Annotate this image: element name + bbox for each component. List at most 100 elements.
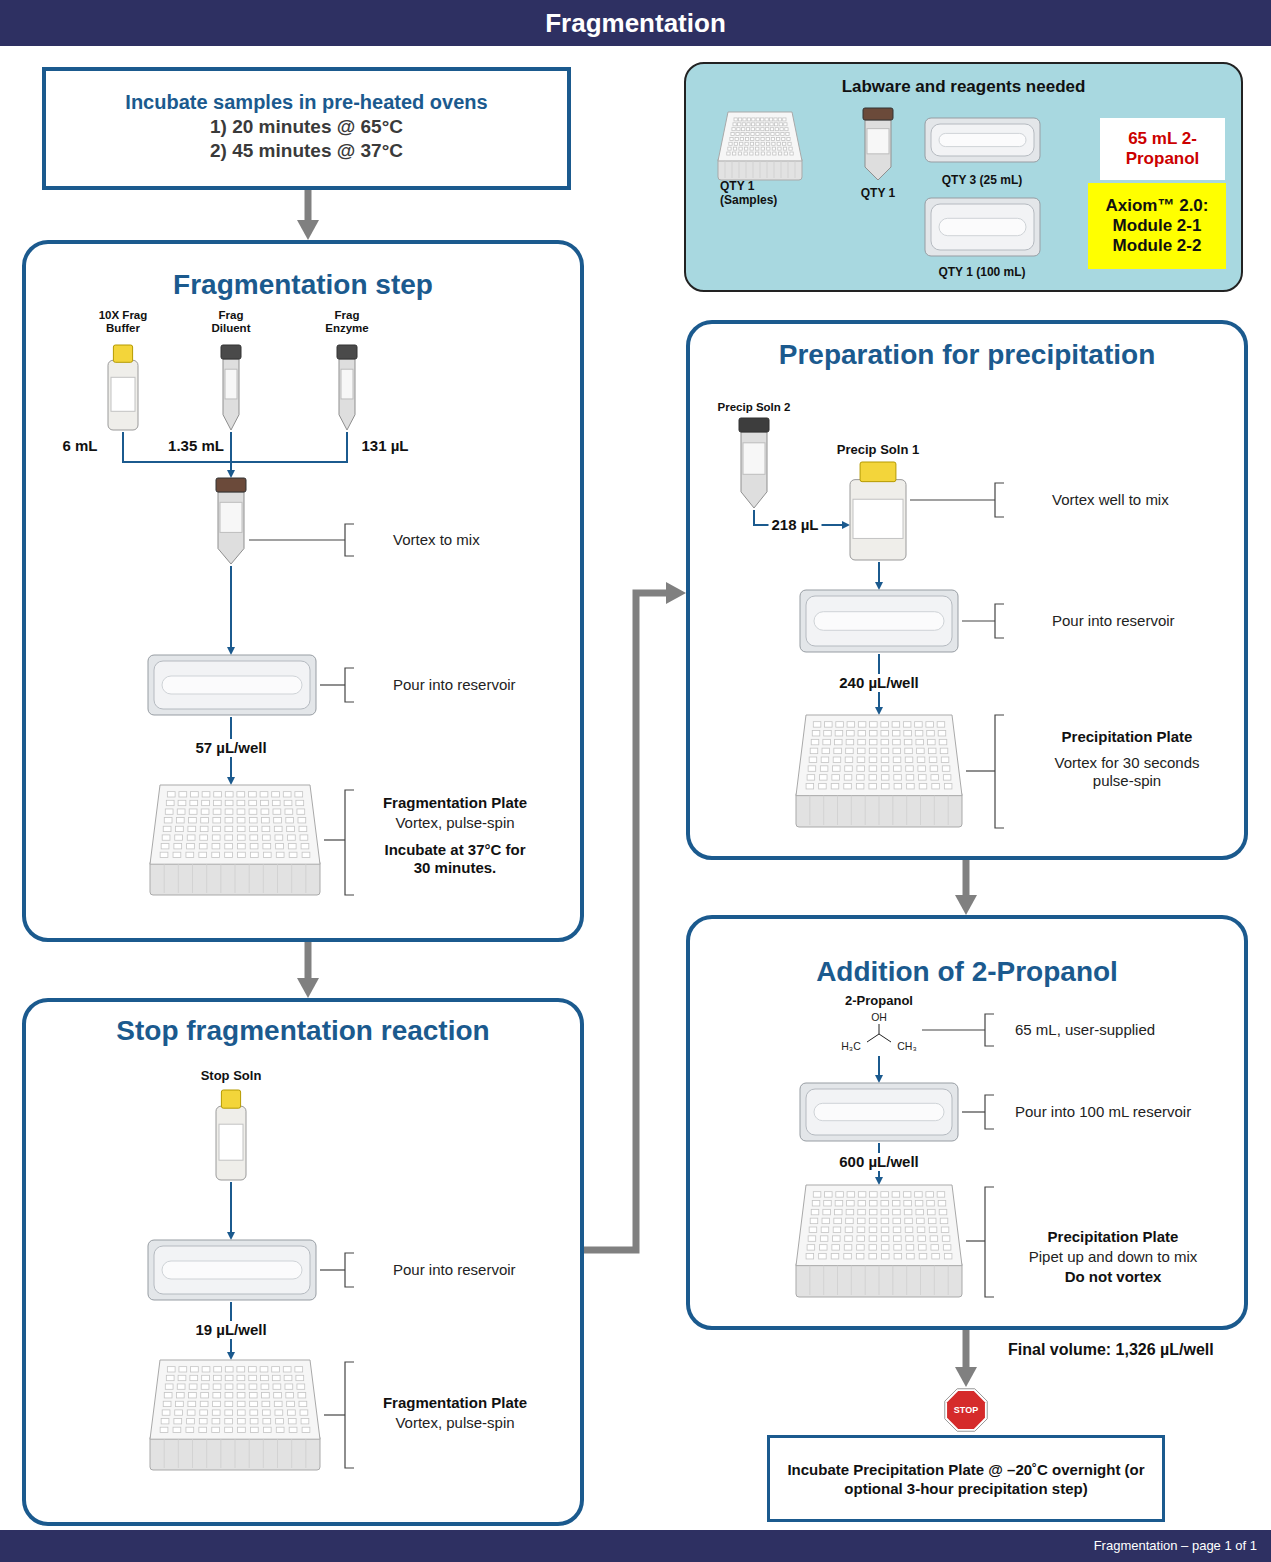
plate-well — [190, 1375, 198, 1380]
plate-well — [179, 1367, 187, 1372]
plate-well — [819, 1245, 827, 1250]
plate-rib — [277, 1439, 278, 1468]
plate-rib — [851, 796, 852, 825]
plate-well — [296, 800, 304, 805]
plate-well — [940, 748, 948, 753]
plate-well — [881, 766, 889, 771]
plate-rib — [892, 796, 893, 825]
step-panel: Fragmentation step — [22, 240, 584, 942]
plate-well — [201, 1393, 209, 1398]
plate-well — [275, 835, 283, 840]
plate-rib — [892, 1266, 893, 1295]
plate-well — [200, 1401, 208, 1406]
plate-well — [742, 128, 745, 131]
annotation-label: Do not vortex — [1065, 1268, 1162, 1286]
plate-rib — [192, 1439, 193, 1468]
plate-well — [869, 766, 877, 771]
bracket — [995, 604, 1004, 638]
plate-well — [213, 818, 221, 823]
annotation-label: OH — [871, 1011, 887, 1023]
plate-well — [789, 147, 792, 150]
plate-well — [881, 739, 889, 744]
plate-well — [273, 809, 281, 814]
plate-well — [164, 818, 172, 823]
plate-well — [177, 1384, 185, 1389]
plate-well — [263, 1427, 271, 1432]
plate-well — [734, 118, 737, 121]
plate-well — [869, 1245, 877, 1250]
plate-well — [738, 118, 741, 121]
plate-well — [746, 133, 749, 136]
plate-rib — [164, 1439, 165, 1468]
plate-well — [822, 748, 830, 753]
leader-line — [966, 770, 995, 771]
plate-well — [736, 133, 739, 136]
plate-well — [856, 1253, 864, 1258]
plate-well — [767, 147, 770, 150]
plate-well — [761, 123, 764, 126]
plate-well — [732, 128, 735, 131]
plate-well — [237, 792, 245, 797]
node-heading: Incubate samples in pre-heated ovens — [52, 89, 561, 115]
plate-well — [733, 152, 736, 155]
reservoir-wall — [806, 596, 952, 646]
plate-well — [931, 1245, 939, 1250]
plate-well — [869, 783, 877, 788]
plate-well — [906, 1236, 914, 1241]
plate-well — [249, 1367, 257, 1372]
reservoir-trough — [939, 218, 1026, 235]
reservoir-icon — [148, 1240, 316, 1300]
plate-well — [286, 818, 294, 823]
plate-well — [161, 844, 169, 849]
plate-well — [285, 1384, 293, 1389]
plate-rib — [906, 796, 907, 825]
plate-well — [783, 147, 786, 150]
plate-well — [811, 739, 819, 744]
plate-well — [200, 826, 208, 831]
plate-rib — [781, 161, 782, 178]
annotation-label: Incubate at 37°C for 30 minutes. — [380, 841, 530, 877]
plate-well — [250, 844, 258, 849]
plate-well — [894, 1253, 902, 1258]
plate-well — [928, 1209, 936, 1214]
plate-well — [733, 147, 736, 150]
plate-well — [289, 1427, 297, 1432]
plate-well — [199, 1419, 207, 1424]
plate-well — [250, 835, 258, 840]
plate-well — [165, 1384, 173, 1389]
plate-well — [846, 748, 854, 753]
bracket — [985, 1187, 994, 1297]
flow-arrow — [963, 860, 970, 895]
plate-well — [289, 852, 297, 857]
plate-well — [941, 1227, 949, 1232]
plate-well — [162, 835, 170, 840]
plate-well — [301, 844, 309, 849]
plate-well — [822, 1218, 830, 1223]
reservoir-icon — [925, 118, 1040, 162]
plate-well — [295, 1367, 303, 1372]
plate-well — [285, 809, 293, 814]
plate-rib — [249, 1439, 250, 1468]
plate-well — [214, 792, 222, 797]
plate-well — [845, 1227, 853, 1232]
plate-well — [766, 137, 769, 140]
tube-body — [865, 120, 891, 180]
plate-rib — [206, 1439, 207, 1468]
plate-well — [750, 142, 753, 145]
plate-well — [225, 1367, 233, 1372]
plate-well — [810, 1218, 818, 1223]
annotation-label: 218 µL — [769, 516, 822, 534]
plate-well — [751, 133, 754, 136]
plate-well — [857, 766, 865, 771]
plate-well — [825, 722, 833, 727]
annotation-label: Precipitation Plate — [1048, 1228, 1179, 1246]
leader-line — [320, 684, 345, 685]
bottle-icon — [216, 1090, 246, 1180]
leader-line — [324, 839, 345, 840]
plate-well — [743, 118, 746, 121]
plate-well — [302, 1427, 310, 1432]
plate-well — [225, 1393, 233, 1398]
reservoir-rim — [148, 655, 316, 715]
annotation-label: Pour into reservoir — [1052, 612, 1175, 630]
plate-well — [761, 118, 764, 121]
